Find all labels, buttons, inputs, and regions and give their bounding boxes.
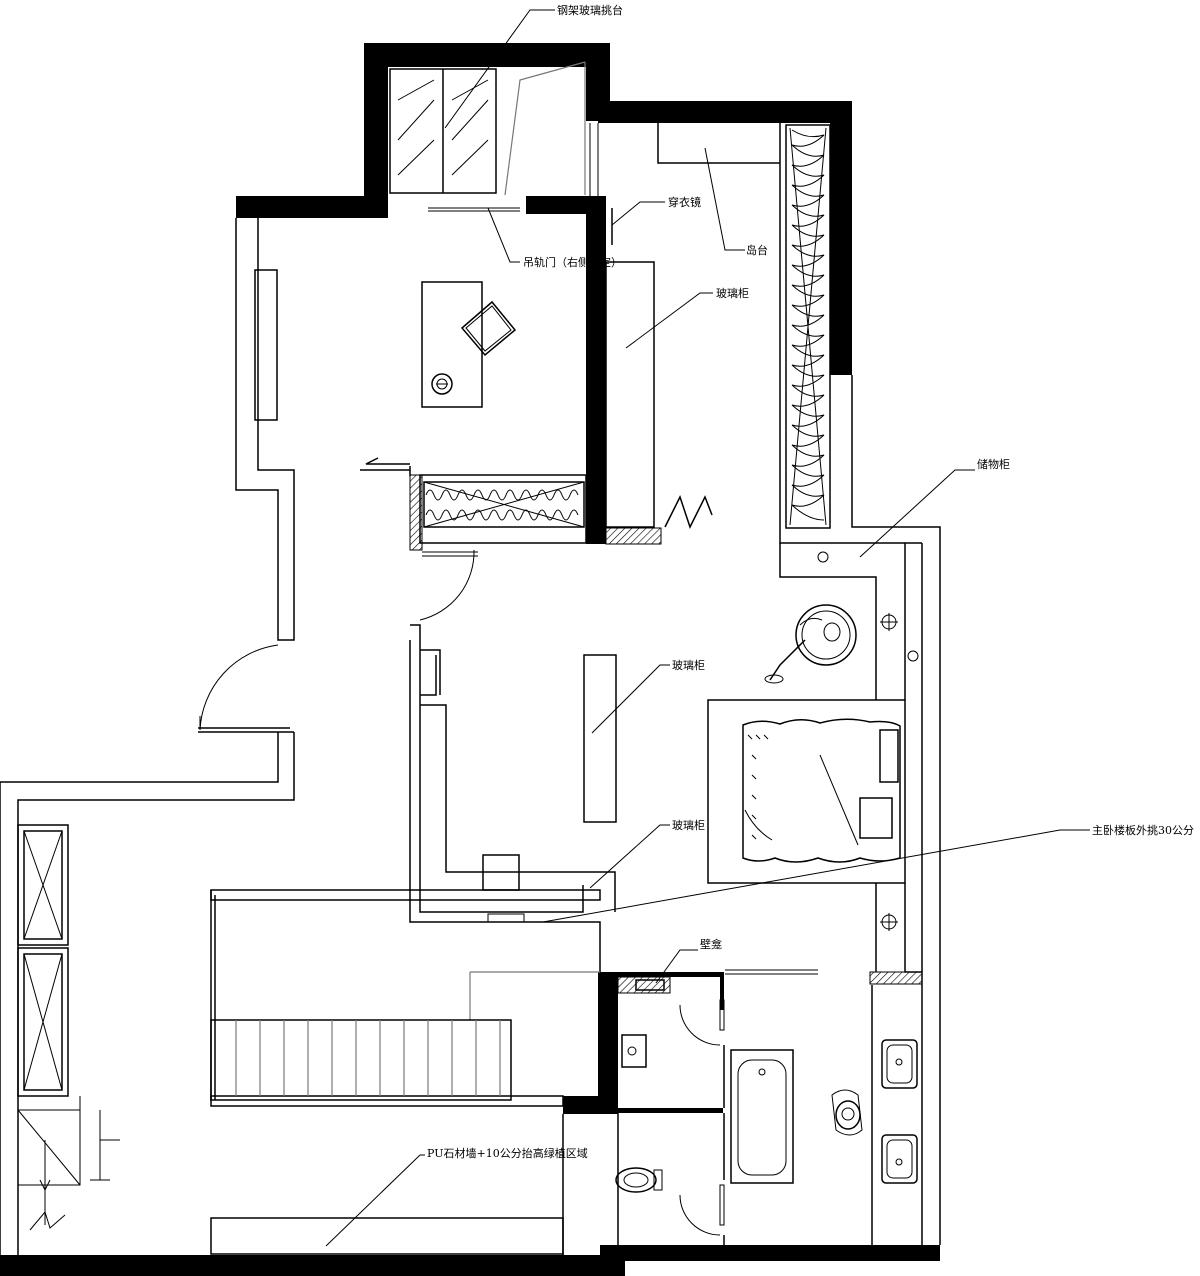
door-swing-icon (199, 644, 279, 731)
label-island: 岛台 (746, 243, 768, 257)
basin-icon (621, 1034, 647, 1068)
left-storage (17, 824, 120, 1231)
study-furniture (254, 269, 517, 476)
bathtub-icon (730, 1049, 794, 1184)
annotation-leaders (325, 9, 1090, 1247)
label-steel-glass-balcony: 钢架玻璃挑台 (557, 3, 623, 17)
label-glass-cabinet-top: 玻璃柜 (716, 286, 749, 300)
label-niche: 壁龛 (700, 937, 722, 951)
stairs (210, 889, 601, 1107)
center-cabinets (482, 654, 617, 923)
label-sliding-door: 吊轨门（右侧固定） (523, 255, 622, 269)
chair-icon (431, 373, 453, 395)
label-glass-cabinet-mid: 玻璃柜 (672, 658, 705, 672)
tall-storage-spring (785, 124, 831, 529)
chair-icon (831, 1089, 863, 1136)
dressing-room (589, 123, 780, 529)
glass-balcony (389, 61, 586, 212)
bathroom (615, 976, 918, 1193)
solid-walls (0, 43, 940, 1276)
outline-walls (0, 123, 941, 1255)
chair-icon (764, 604, 857, 684)
bed-icon (742, 718, 901, 863)
basin-icon (881, 1039, 918, 1184)
light-icon (817, 551, 919, 931)
label-glass-cabinet-low: 玻璃柜 (672, 818, 705, 832)
doors (199, 549, 818, 1236)
label-planter: PU石材墙+10公分抬高绿植区域 (427, 1146, 588, 1160)
wardrobe (409, 474, 662, 551)
label-dressing-mirror: 穿衣镜 (668, 195, 701, 209)
label-storage-cabinet: 储物柜 (977, 457, 1010, 471)
toilet-icon (615, 1167, 663, 1193)
label-bedroom-overhang: 主卧楼板外挑30公分 (1092, 823, 1194, 837)
annotation-labels: 钢架玻璃挑台 穿衣镜 岛台 吊轨门（右侧固定） 玻璃柜 储物柜 玻璃柜 玻璃柜 … (427, 3, 1194, 1160)
